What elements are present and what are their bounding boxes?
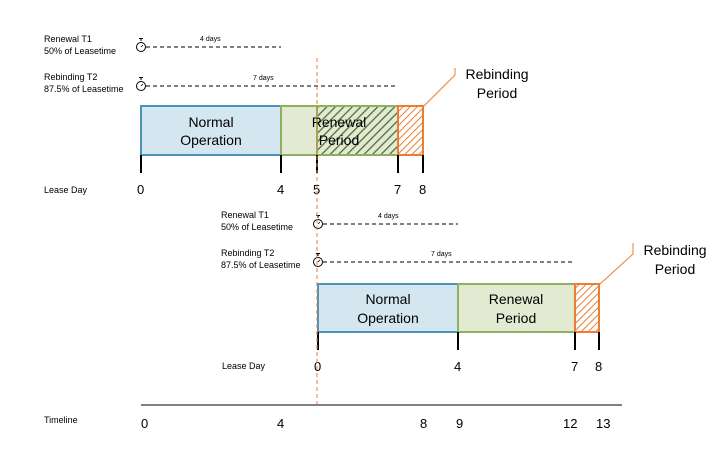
timeline-tick-label: 9 bbox=[456, 416, 463, 431]
timeline-tick-label: 0 bbox=[141, 416, 148, 431]
top-rebinding-callout-2: Period bbox=[477, 85, 517, 101]
bottom-tick-label: 7 bbox=[571, 359, 578, 374]
bottom-tick-label: 8 bbox=[595, 359, 602, 374]
top-renewal-label-2: Period bbox=[319, 132, 359, 148]
bottom-tick-label: 4 bbox=[454, 359, 461, 374]
top-rebinding-callout-line bbox=[423, 68, 456, 107]
timeline-tick-label: 8 bbox=[420, 416, 427, 431]
top-tick-label: 8 bbox=[419, 182, 426, 197]
bottom-tick-label: 0 bbox=[314, 359, 321, 374]
bottom-normal-operation-box bbox=[317, 283, 459, 333]
top-tick-marks bbox=[140, 155, 424, 173]
bottom-rebinding-callout-2: Period bbox=[655, 261, 695, 277]
bottom-section: Renewal T1 50% of Leasetime 4 days Rebin… bbox=[221, 210, 707, 374]
top-renewal-duration: 4 days bbox=[200, 36, 221, 43]
top-tick-label: 4 bbox=[277, 182, 284, 197]
bottom-rebinding-stopwatch-icon bbox=[313, 253, 323, 267]
bottom-renewal-period-box bbox=[457, 283, 576, 333]
top-rebinding-period-box bbox=[397, 105, 424, 156]
bottom-rebinding-period-box bbox=[574, 283, 600, 333]
bottom-renewal-t1-label: Renewal T1 bbox=[221, 210, 269, 220]
top-tick-label: 0 bbox=[137, 182, 144, 197]
bottom-rebinding-duration: 7 days bbox=[431, 251, 452, 258]
top-rebinding-stopwatch-icon bbox=[136, 77, 146, 91]
bottom-rebinding-t2-label: Rebinding T2 bbox=[221, 248, 274, 258]
timeline-section: Timeline 0 4 8 9 12 13 bbox=[44, 404, 622, 431]
bottom-renewal-label-2: Period bbox=[496, 310, 536, 326]
top-rebinding-duration: 7 days bbox=[253, 75, 274, 82]
bottom-renewal-t1-percent: 50% of Leasetime bbox=[221, 222, 293, 232]
timeline-label: Timeline bbox=[44, 415, 78, 425]
bottom-rebinding-callout-line bbox=[599, 243, 634, 285]
bottom-renewal-stopwatch-icon bbox=[313, 215, 323, 229]
top-normal-label-1: Normal bbox=[188, 114, 233, 130]
bottom-normal-label-2: Operation bbox=[357, 310, 418, 326]
top-section: Renewal T1 50% of Leasetime 4 days Rebin… bbox=[44, 34, 529, 197]
bottom-lease-day-label: Lease Day bbox=[222, 361, 266, 371]
timeline-tick-label: 4 bbox=[277, 416, 284, 431]
bottom-normal-label-1: Normal bbox=[365, 291, 410, 307]
top-normal-operation-box bbox=[140, 105, 282, 156]
bottom-rebinding-t2-percent: 87.5% of Leasetime bbox=[221, 260, 301, 270]
top-renewal-t1-percent: 50% of Leasetime bbox=[44, 46, 116, 56]
top-renewal-stopwatch-icon bbox=[136, 38, 146, 52]
top-rebinding-t2-percent: 87.5% of Leasetime bbox=[44, 84, 124, 94]
top-lease-day-label: Lease Day bbox=[44, 185, 88, 195]
top-normal-label-2: Operation bbox=[180, 132, 241, 148]
top-renewal-label-1: Renewal bbox=[312, 114, 366, 130]
top-renewal-t1-label: Renewal T1 bbox=[44, 34, 92, 44]
top-tick-label: 5 bbox=[313, 182, 320, 197]
timeline-tick-label: 12 bbox=[563, 416, 577, 431]
bottom-renewal-duration: 4 days bbox=[378, 213, 399, 220]
bottom-renewal-label-1: Renewal bbox=[489, 291, 543, 307]
timeline-tick-label: 13 bbox=[596, 416, 610, 431]
bottom-rebinding-callout-1: Rebinding bbox=[643, 242, 706, 258]
top-rebinding-callout-1: Rebinding bbox=[465, 66, 528, 82]
top-tick-label: 7 bbox=[394, 182, 401, 197]
top-rebinding-t2-label: Rebinding T2 bbox=[44, 72, 97, 82]
bottom-tick-marks bbox=[317, 332, 600, 350]
